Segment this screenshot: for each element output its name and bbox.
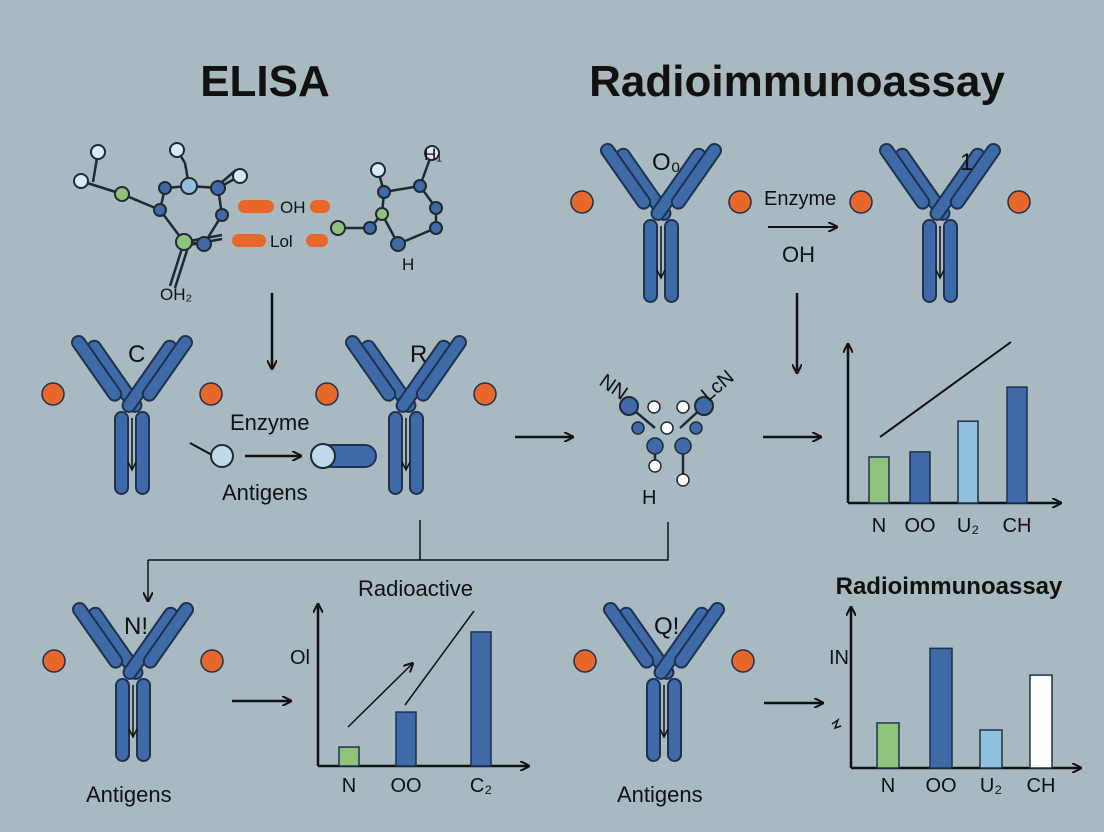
axis-break-mark [831,718,842,730]
bar-0 [876,722,900,769]
category-label-3: CH [1003,515,1032,537]
antibody-n-label: N! [124,613,148,640]
oh-label-right: OH [782,242,815,267]
radioimmunoassay-title: Radioimmunoassay [589,57,1005,106]
bar-0 [338,746,360,767]
label-oh: OH [280,198,306,217]
radioactive-label: Radioactive [358,576,473,601]
category-label-1: OO [925,775,956,797]
elisa-title: ELISA [200,57,330,106]
trend-line [879,341,1012,438]
bar-3 [1006,386,1028,504]
antibody-c-label: C [128,341,145,368]
connector-right [420,522,669,561]
category-label-2: U₂ [957,515,979,537]
enzyme-label-right: Enzyme [764,188,836,210]
category-label-1: OO [904,515,935,537]
category-label-0: N [872,515,886,537]
bar-2 [957,420,979,504]
trend-line [404,610,475,706]
bar-3 [1029,674,1053,769]
molecule-structure [73,142,443,289]
bottom-right-bar-chart: N OO U₂ CH IN Radioimmunoassay [829,573,1080,797]
antigen-circle-left [210,444,234,468]
bar-1 [929,647,953,769]
antigens-label-bottom-right: Antigens [617,782,703,807]
chart-title: Radioimmunoassay [836,573,1063,600]
label-h: H [402,255,414,274]
category-label-0: N [342,775,356,797]
y-axis-label: Ol [290,647,310,669]
top-right-bar-chart: N OO U₂ CH [848,341,1060,537]
enzyme-label-left: Enzyme [230,410,309,435]
antigens-label-bottom-left: Antigens [86,782,172,807]
label-h1: H₁ [424,145,442,164]
antibody-r [315,332,497,495]
category-label-1: OO [390,775,421,797]
y-molecule [619,396,714,487]
bar-1 [395,711,417,767]
category-label-3: CH [1027,775,1056,797]
y-molecule-bottom-label: H [642,487,656,509]
y-axis-label: IN [829,647,849,669]
enzyme-dash [189,442,213,456]
antibody-q-label: Q! [654,613,679,640]
antibody-1-label: 1 [960,149,973,176]
antigens-label-mid: Antigens [222,480,308,505]
label-oh2: OH₂ [160,285,192,304]
antibody-1 [849,140,1031,303]
bar-0 [868,456,890,504]
trend-arrow [347,664,412,728]
category-label-2: C₂ [470,775,492,797]
antibody-o-label: O₀ [652,149,681,176]
category-label-2: U₂ [980,775,1002,797]
bar-2 [979,729,1003,769]
bottom-left-bar-chart: N OO C₂ Ol [290,605,528,797]
antibody-r-label: R [410,341,427,368]
label-lol: Lol [270,232,293,251]
bar-1 [909,451,931,504]
category-label-0: N [881,775,895,797]
connector-lines [148,520,421,561]
bar-2 [470,631,492,767]
antigen-circle-right [310,443,336,469]
